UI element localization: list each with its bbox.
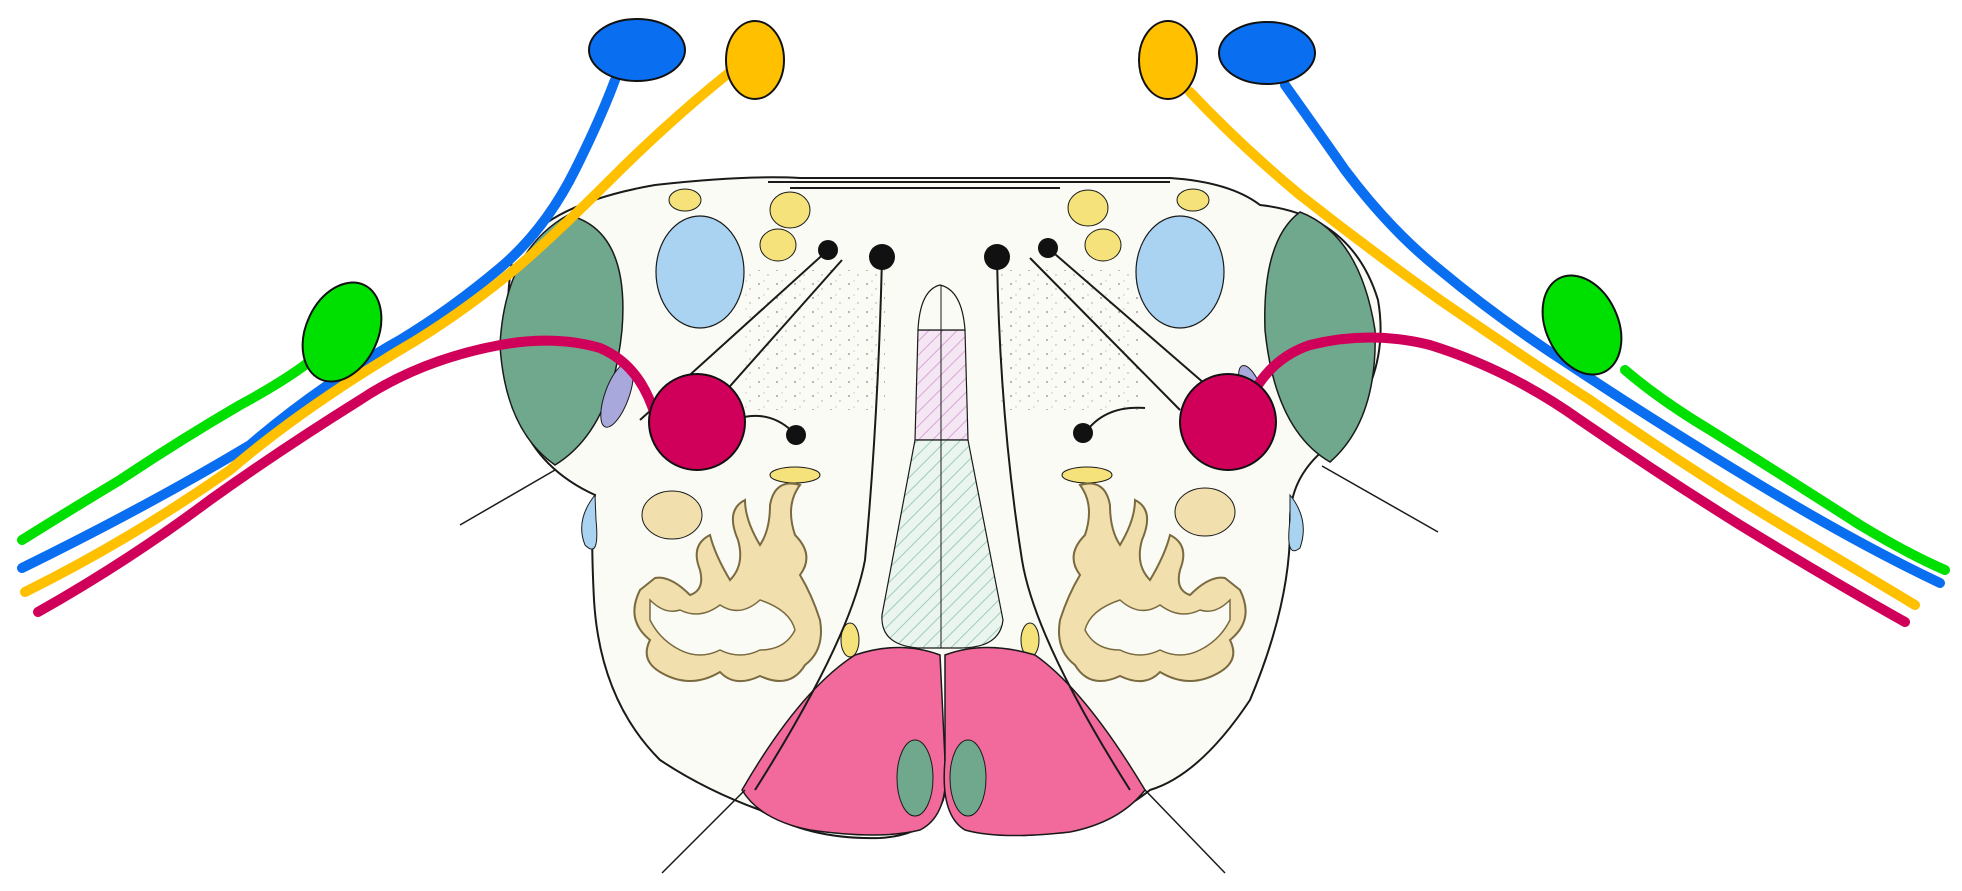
rootlet-left-ventral [661, 789, 746, 874]
yellow-ellipse-left[interactable] [725, 20, 785, 100]
green-ellipse-right[interactable] [1527, 263, 1636, 388]
pyramid-right [943, 646, 1146, 837]
magenta-pathway-right [1240, 332, 1910, 627]
yellow-pathway-left [20, 67, 735, 597]
magenta-circle-left[interactable] [648, 373, 746, 471]
inferior-olive-right-inner [1084, 598, 1231, 656]
ventricle-roof [768, 181, 1170, 189]
blue-region-left [655, 215, 745, 329]
yellow-nucleus-top-right-b [1067, 189, 1109, 227]
magenta-pathway-left [33, 335, 660, 617]
rootlet-right-ventral [1144, 789, 1226, 874]
rootlet-left-lateral [459, 469, 556, 526]
yellow-nucleus-top-right-c [1084, 228, 1122, 262]
black-dot-left-a [818, 240, 838, 260]
yellow-ellipse-right[interactable] [1138, 20, 1198, 100]
yellow-nucleus-top-right-a [1176, 188, 1210, 212]
yellow-nucleus-top-left-a [668, 188, 702, 212]
blue-region-right [1135, 215, 1225, 329]
fiber-right-b [1029, 257, 1181, 411]
speckle-right [1000, 270, 1140, 410]
tan-ellipse-right [1174, 487, 1236, 537]
green-pathway-left [17, 350, 323, 545]
blue-pathway-left [17, 75, 620, 573]
black-dot-left-c [786, 425, 806, 445]
fiber-curve-left-midline [754, 257, 883, 791]
black-dot-right-a [1038, 238, 1058, 258]
black-dot-right-b [984, 244, 1010, 270]
black-dot-right-c [1073, 423, 1093, 443]
lateral-tract-right [1264, 211, 1376, 463]
inferior-olive-left-inner [649, 598, 796, 656]
blue-pathway-right [1280, 80, 1945, 588]
speckle-left [745, 270, 885, 410]
green-ventral-right [949, 739, 987, 817]
pyramid-left [741, 646, 947, 836]
pathways-right [1138, 20, 1950, 627]
yellow-nucleus-top-left-c [759, 228, 797, 262]
yellow-small-olive-cap-left [769, 466, 821, 484]
yellow-small-midline-left [840, 622, 860, 658]
black-dot-left-b [869, 244, 895, 270]
yellow-pathway-right [1185, 87, 1920, 610]
green-ventral-left [896, 739, 934, 817]
rootlet-right-lateral [1321, 465, 1439, 533]
blue-ellipse-left[interactable] [588, 18, 686, 82]
fiber-curve-right-midline [996, 257, 1131, 791]
pathways-left [17, 18, 785, 617]
green-pathway-right [1620, 365, 1950, 575]
blue-small-left [581, 493, 598, 550]
tan-ellipse-left [641, 490, 703, 540]
blue-ellipse-right[interactable] [1218, 21, 1316, 85]
blue-small-right [1288, 493, 1304, 552]
medulla-section [459, 176, 1439, 874]
yellow-nucleus-top-left-b [769, 191, 811, 229]
yellow-small-olive-cap-right [1061, 466, 1113, 484]
green-ellipse-left[interactable] [287, 270, 396, 395]
midline-mint-region [881, 439, 1004, 649]
magenta-circle-right[interactable] [1179, 373, 1277, 471]
